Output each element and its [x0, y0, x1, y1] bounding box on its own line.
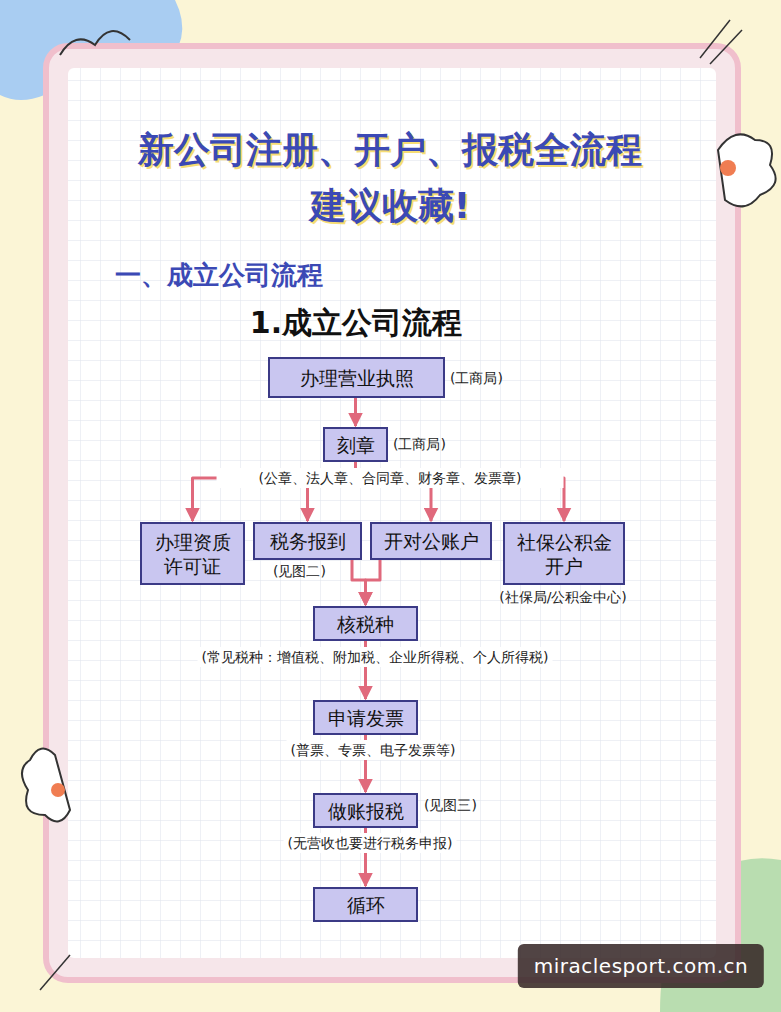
cloud-dot — [51, 783, 65, 797]
box-label: 循环 — [347, 893, 385, 917]
box-label: 刻章 — [337, 433, 375, 457]
process-box: 社保公积金 开户 — [503, 522, 625, 585]
process-box: 循环 — [313, 887, 418, 922]
note: (见图三) — [424, 796, 477, 814]
doodle — [700, 20, 730, 58]
box-label: 申请发票 — [328, 706, 404, 730]
note: (见图二) — [273, 562, 326, 580]
box-label: 税务报到 — [270, 529, 346, 553]
process-box: 申请发票 — [313, 700, 418, 735]
box-label: 社保公积金 开户 — [513, 530, 615, 578]
flow-arrow — [366, 560, 381, 605]
flow-arrow — [354, 398, 357, 426]
box-label: 办理资质 许可证 — [150, 530, 235, 578]
doodle — [60, 31, 130, 55]
box-label: 办理营业执照 — [300, 366, 414, 390]
watermark: miraclesport.com.cn — [518, 944, 764, 988]
cloud — [718, 134, 776, 206]
chart-heading: 1.成立公司流程 — [250, 303, 462, 342]
box-label: 核税种 — [337, 612, 394, 636]
frame — [46, 46, 738, 980]
cloud-dot — [720, 160, 736, 176]
process-box: 办理资质 许可证 — [140, 522, 245, 585]
process-box: 开对公账户 — [370, 522, 492, 560]
process-box: 做账报税 — [313, 793, 418, 828]
section-heading: 一、成立公司流程 — [115, 258, 323, 292]
page-title: 新公司注册、开户、报税全流程 建议收藏! — [130, 122, 650, 234]
note: (普票、专票、电子发票等) — [287, 740, 460, 760]
note: (常见税种：增值税、附加税、企业所得税、个人所得税) — [198, 647, 553, 667]
grid — [68, 68, 716, 958]
note: (工商局) — [393, 435, 446, 453]
note: (无营收也要进行税务申报) — [284, 833, 457, 853]
flow-arrow — [352, 560, 366, 605]
doodle — [40, 955, 70, 990]
note: (公章、法人章、合同章、财务章、发票章) — [217, 468, 564, 488]
process-box: 刻章 — [323, 427, 388, 462]
box-label: 做账报税 — [328, 799, 404, 823]
process-box: 税务报到 — [253, 522, 362, 560]
paper — [68, 68, 716, 958]
box-label: 开对公账户 — [384, 529, 479, 553]
process-box: 办理营业执照 — [268, 357, 445, 398]
doodle — [710, 30, 742, 64]
note: (工商局) — [450, 369, 503, 387]
cloud — [22, 749, 70, 822]
process-box: 核税种 — [313, 606, 418, 641]
note: (社保局/公积金中心) — [499, 588, 627, 606]
